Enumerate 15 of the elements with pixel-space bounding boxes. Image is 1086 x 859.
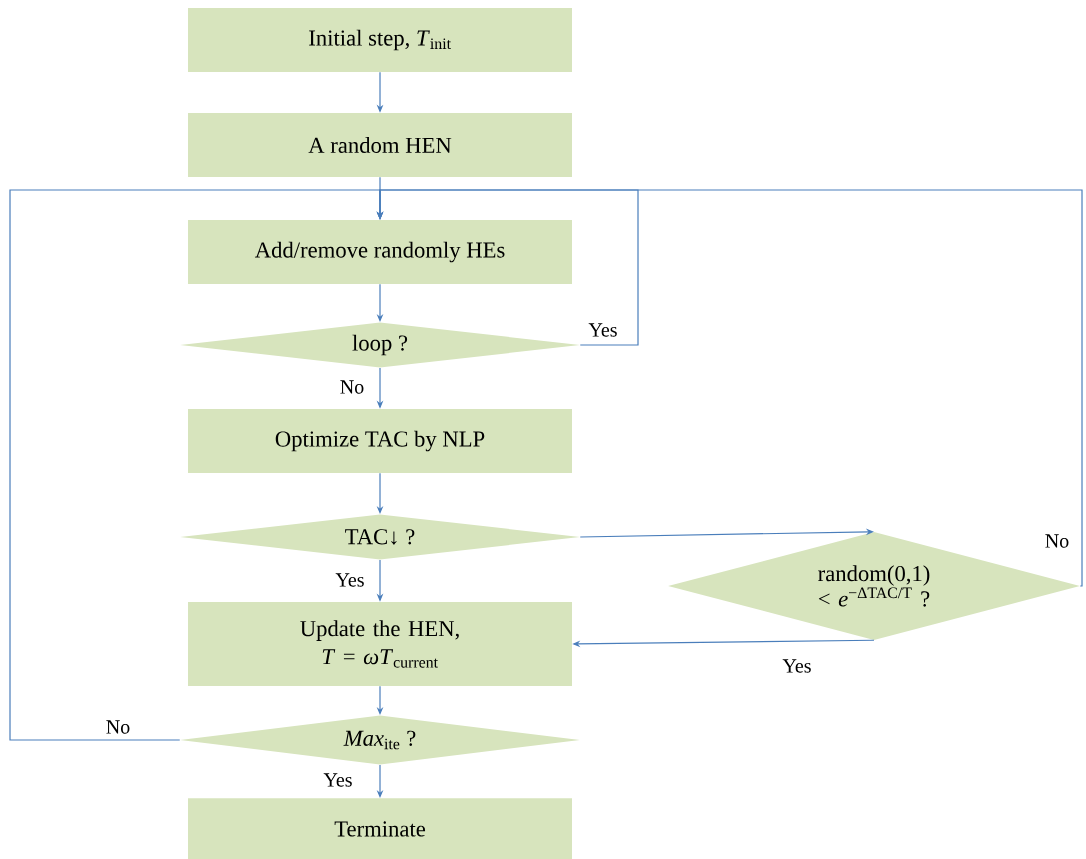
edge-label: No — [338, 379, 366, 395]
process-box: Optimize TAC by NLP — [188, 409, 572, 473]
process-box: Terminate — [188, 798, 572, 859]
process-box: Initial step, T$_{init}$ — [188, 8, 572, 72]
edge-label: Yes — [587, 322, 619, 338]
edge-label: No — [104, 719, 132, 735]
process-box: A random HEN — [188, 113, 572, 177]
edge-label: Yes — [322, 772, 354, 788]
arrow — [579, 528, 874, 538]
process-box: Update the HEN, T = ωT$_{current}$ — [188, 602, 572, 686]
edge-label: Yes — [334, 572, 366, 588]
edge-label: Yes — [781, 658, 813, 674]
arrow — [9, 189, 384, 741]
process-box: Add/remove randomly HEs — [188, 220, 572, 284]
edge-label: No — [1043, 533, 1071, 549]
